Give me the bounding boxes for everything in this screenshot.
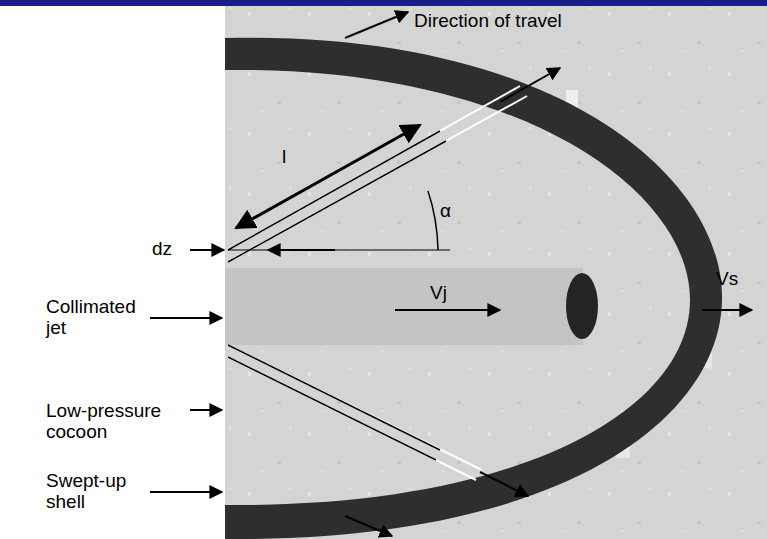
angle-base [228,250,450,251]
cocoon-label: Low-pressure cocoon [46,400,186,442]
shell-arrow [345,516,392,536]
shock-velocity-arrow [702,309,752,311]
length-symbol: l [282,146,286,167]
angle-symbol: α [440,200,451,221]
jet-head [566,273,598,339]
dz-label: dz [152,238,172,259]
jet-velocity-arrow [395,309,500,311]
jet-label: Collimated jet [46,296,146,338]
grey-ground [225,0,767,539]
strip-line [228,357,436,460]
pointer-arrow [150,491,222,493]
strip-line [228,345,482,470]
collimated-jet [225,268,583,345]
angle-arc [428,191,438,250]
jet-velocity-label: Vj [430,282,447,303]
travel-arrow [345,12,408,38]
strip-line [228,141,446,262]
travel-label: Direction of travel [414,10,562,31]
strip-arrow [480,472,528,496]
swept-up-shell [225,38,722,539]
pointer-arrow [190,409,222,411]
dz-arrow [268,249,335,251]
length-arrow [236,125,420,228]
strip-line [228,96,527,262]
dz-arrow [190,249,224,251]
strip-line [228,131,440,250]
strip-line [228,86,520,250]
shock-velocity-label: Vs [716,268,738,289]
top-bar [0,0,767,6]
strip-arrow [500,68,560,102]
strip-line [228,357,476,480]
strip-line [228,345,440,450]
pointer-arrow [150,317,222,319]
shell-label: Swept-up shell [46,470,146,512]
